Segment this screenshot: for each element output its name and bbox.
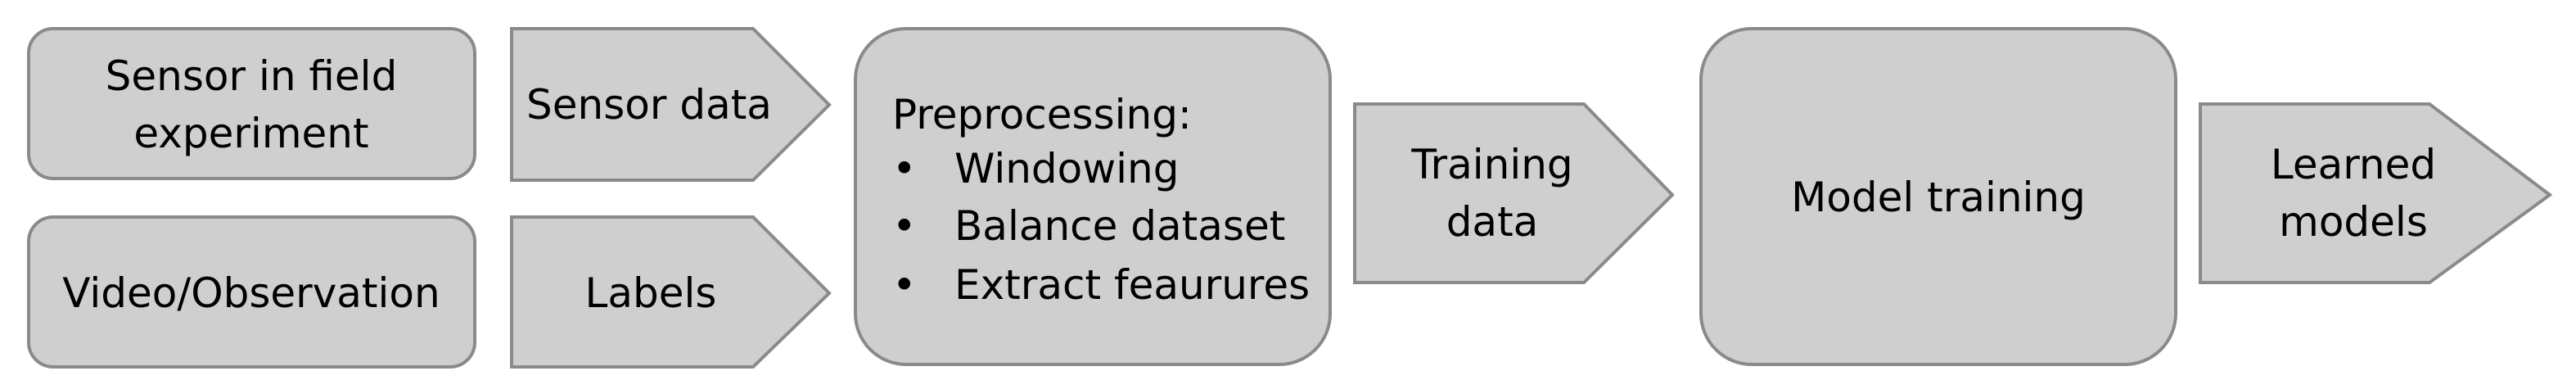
- labels-label: Labels: [585, 269, 717, 317]
- model-training-node: Model training: [1699, 27, 2177, 366]
- sensor-in-field-line-1: Sensor in field: [106, 52, 398, 100]
- preprocessing-item-extract-features: Extract feaurures: [954, 261, 1310, 309]
- video-observation-node: Video/Observation: [27, 215, 476, 369]
- preprocessing-bullet-2: •: [892, 202, 917, 250]
- sensor-in-field-node: Sensor in field experiment: [27, 27, 476, 180]
- learned-models-line-2: models: [2279, 198, 2428, 246]
- labels-node: Labels: [510, 215, 832, 369]
- sensor-data-node: Sensor data: [510, 27, 832, 182]
- model-training-label: Model training: [1791, 174, 2086, 221]
- preprocessing-bullet-3: •: [892, 261, 917, 309]
- preprocessing-title: Preprocessing:: [892, 91, 1192, 138]
- preprocessing-node: Preprocessing: • Windowing • Balance dat…: [854, 27, 1332, 366]
- preprocessing-item-balance-dataset: Balance dataset: [954, 202, 1285, 250]
- preprocessing-bullet-1: •: [892, 145, 917, 192]
- training-data-line-1: Training: [1410, 141, 1572, 188]
- sensor-in-field-line-2: experiment: [133, 110, 368, 157]
- learned-models-line-1: Learned: [2271, 141, 2436, 188]
- training-data-line-2: data: [1446, 198, 1539, 246]
- learned-models-node: Learned models: [2199, 102, 2553, 284]
- training-data-node: Training data: [1353, 102, 1675, 284]
- preprocessing-item-windowing: Windowing: [954, 145, 1179, 192]
- sensor-data-label: Sensor data: [526, 81, 772, 129]
- video-observation-label: Video/Observation: [62, 269, 440, 317]
